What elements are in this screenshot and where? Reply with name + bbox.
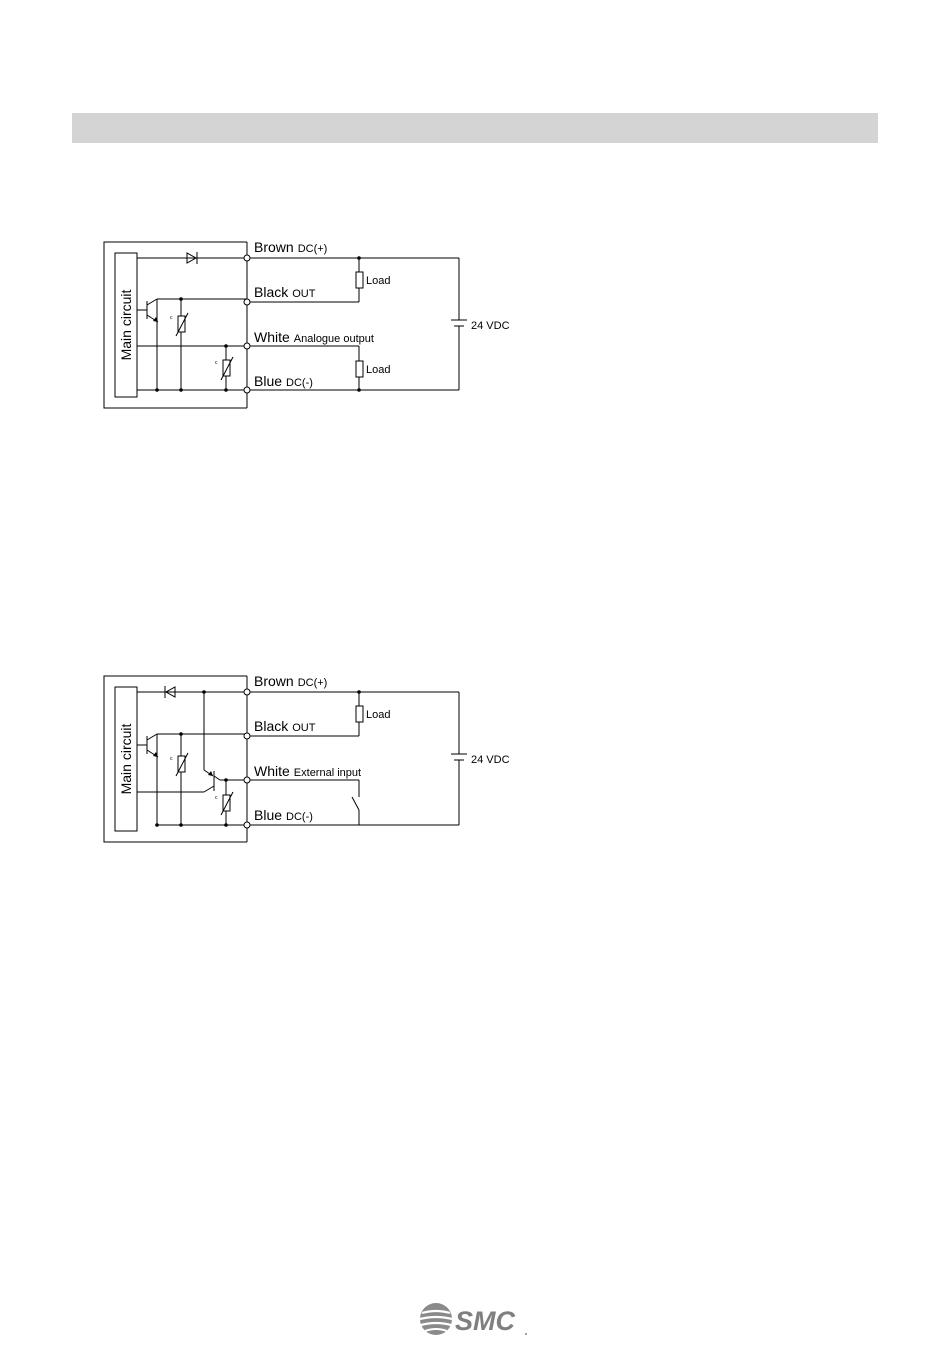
- smc-globe-icon: [420, 1303, 452, 1335]
- terminal: [244, 299, 250, 305]
- svg-text:c: c: [170, 315, 173, 321]
- supply-voltage-label: 24 VDC: [471, 754, 510, 766]
- input-transistor-icon: [204, 692, 220, 792]
- surge-absorber-icon: c: [170, 299, 188, 390]
- terminal: [244, 255, 250, 261]
- load-label: Load: [366, 709, 390, 721]
- svg-text:c: c: [215, 360, 218, 366]
- load-resistor-icon: [356, 692, 363, 736]
- battery-icon: [451, 258, 467, 390]
- smc-logo: SMC: [418, 1300, 530, 1340]
- wiring-diagram-analogue-output: Main circuit c c: [0, 230, 950, 420]
- supply-voltage-label: 24 VDC: [471, 320, 510, 332]
- surge-absorber-icon: c: [215, 346, 233, 390]
- svg-text:c: c: [215, 795, 218, 801]
- load-label: Load: [366, 364, 390, 376]
- wiring-diagram-external-input: Main circuit c c: [0, 664, 950, 854]
- surge-absorber-icon: c: [215, 780, 233, 825]
- main-circuit-label: Main circuit: [118, 289, 134, 360]
- load-resistor-icon: [356, 258, 363, 302]
- load-resistor-icon: [356, 346, 363, 390]
- svg-text:c: c: [170, 756, 173, 762]
- section-header-bar: [72, 113, 878, 143]
- surge-absorber-icon: c: [170, 734, 188, 825]
- terminal: [244, 822, 250, 828]
- main-circuit-label: Main circuit: [118, 723, 134, 794]
- load-label: Load: [366, 275, 390, 287]
- battery-icon: [451, 692, 467, 825]
- smc-logo-text: SMC: [455, 1306, 516, 1336]
- terminal: [244, 387, 250, 393]
- terminal: [244, 343, 250, 349]
- terminal: [244, 689, 250, 695]
- terminal: [244, 733, 250, 739]
- output-transistor-icon: [137, 734, 158, 825]
- output-transistor-icon: [137, 299, 158, 390]
- terminal: [244, 777, 250, 783]
- switch-icon: [352, 780, 359, 825]
